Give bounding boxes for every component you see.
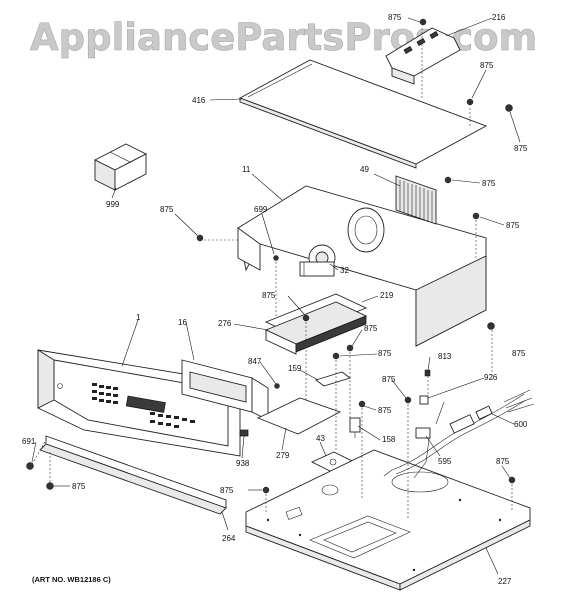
part-813-screw (424, 369, 431, 377)
callout-875: 875 (388, 13, 402, 22)
callout-875: 875 (480, 61, 494, 70)
callout-32: 32 (340, 266, 349, 275)
callout-219: 219 (380, 291, 394, 300)
callout-699: 699 (254, 205, 268, 214)
callout-416: 416 (192, 96, 206, 105)
part-158-switch (349, 417, 361, 438)
watermark-text: AppliancePartsPros.com (30, 16, 537, 59)
callout-875: 875 (506, 221, 520, 230)
callout-279: 279 (276, 451, 290, 460)
callout-875: 875 (378, 349, 392, 358)
callout-16: 16 (178, 318, 187, 327)
part-11-housing (237, 185, 487, 347)
callout-875: 875 (514, 144, 528, 153)
callout-938: 938 (236, 459, 250, 468)
callout-875: 875 (512, 349, 526, 358)
part-926-clip (419, 395, 429, 405)
callout-264: 264 (222, 534, 236, 543)
callout-875: 875 (382, 375, 396, 384)
callout-227: 227 (498, 577, 512, 586)
callout-595: 595 (438, 457, 452, 466)
callout-875: 875 (160, 205, 174, 214)
part-999-box (94, 143, 147, 191)
callout-926: 926 (484, 373, 498, 382)
callout-875: 875 (482, 179, 496, 188)
leader-lines (31, 17, 521, 575)
callout-11: 11 (242, 165, 251, 174)
part-276-control-board (264, 301, 368, 355)
callout-875: 875 (496, 457, 510, 466)
callout-159: 159 (288, 364, 302, 373)
callout-875: 875 (364, 324, 378, 333)
callout-43: 43 (316, 434, 325, 443)
callout-1: 1 (136, 313, 141, 322)
callout-999: 999 (106, 200, 120, 209)
callout-691: 691 (22, 437, 36, 446)
callout-875: 875 (72, 482, 86, 491)
part-159-bracket (315, 371, 351, 387)
callout-labels: 875 216 875 416 875 999 11 49 875 875 69… (22, 13, 528, 586)
part-216-bracket (385, 27, 461, 85)
part-416-top-panel (238, 59, 488, 169)
callout-49: 49 (360, 165, 369, 174)
part-227-bottom-panel (245, 449, 531, 591)
part-1-control-panel (37, 349, 241, 457)
part-32-fan-motor (299, 244, 336, 277)
callout-875: 875 (220, 486, 234, 495)
art-number: (ART NO. WB12186 C) (32, 575, 111, 584)
callout-216: 216 (492, 13, 506, 22)
callout-813: 813 (438, 352, 452, 361)
callout-875: 875 (262, 291, 276, 300)
part-16-bracket (181, 359, 269, 421)
callout-600: 600 (514, 420, 528, 429)
screws-875 (26, 18, 516, 494)
callout-875: 875 (378, 406, 392, 415)
part-938-clip (239, 429, 249, 437)
part-49-grille (395, 175, 437, 225)
part-600-wire-harness (383, 389, 535, 479)
callout-158: 158 (382, 435, 396, 444)
callout-847: 847 (248, 357, 262, 366)
part-595-bracket (415, 427, 431, 439)
part-264-trim-strip (39, 435, 227, 515)
part-279-cover-plate (256, 397, 342, 435)
callout-276: 276 (218, 319, 232, 328)
assembly-lines (29, 28, 513, 520)
